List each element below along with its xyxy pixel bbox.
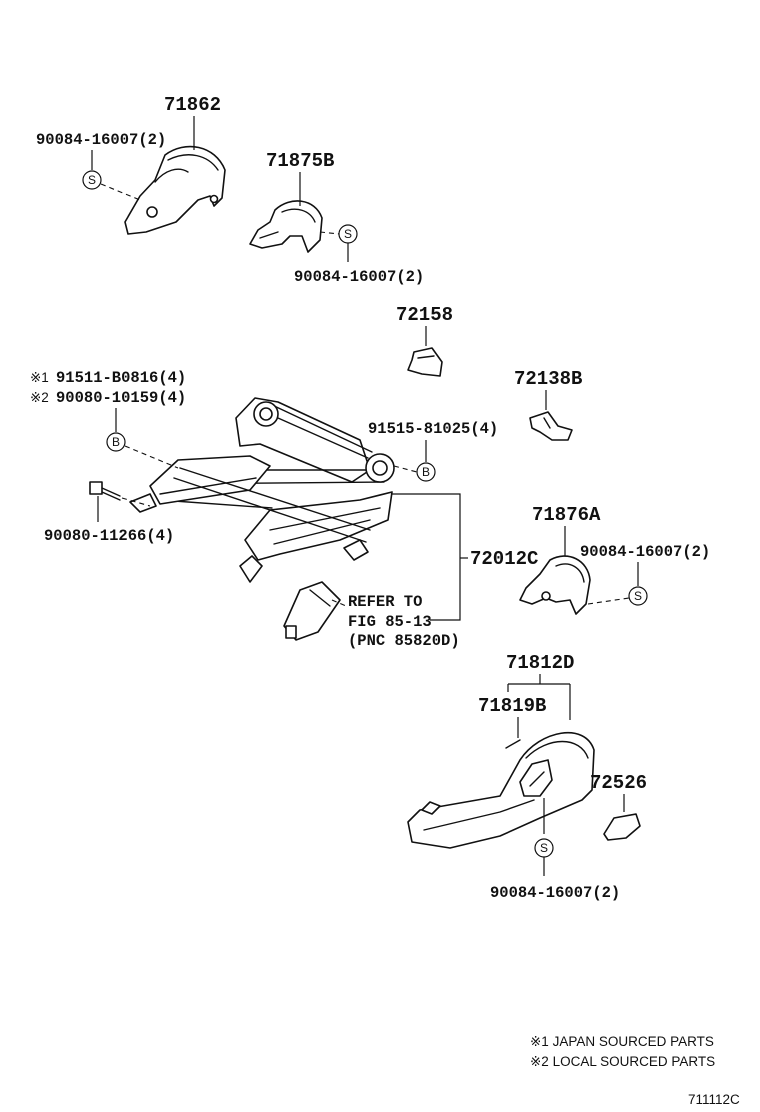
mark-2-a: ※2 (30, 390, 49, 405)
s-marker-c (628, 586, 648, 606)
label-72158: 72158 (396, 304, 453, 326)
s-marker-a (82, 170, 102, 190)
part-71862-drawing (124, 145, 226, 235)
part-71819B-pin (505, 739, 521, 749)
label-72526: 72526 (590, 772, 647, 794)
label-90084-16007-b: 90084-16007(2) (294, 268, 424, 286)
label-72012C: 72012C (470, 548, 538, 570)
motor-drawing (283, 581, 341, 641)
part-71876A-drawing (519, 555, 591, 615)
label-71875B: 71875B (266, 150, 334, 172)
part-72012C-frame-drawing (129, 397, 395, 583)
label-90084-16007-c: 90084-16007(2) (580, 543, 710, 561)
refer-to-line3: (PNC 85820D) (348, 632, 460, 650)
label-71862: 71862 (164, 94, 221, 116)
label-90080-11266: 90080-11266(4) (44, 527, 174, 545)
label-71876A: 71876A (532, 504, 601, 526)
part-72158-drawing (407, 347, 443, 377)
label-71819B: 71819B (478, 695, 546, 717)
s-marker-b-text: S (344, 227, 352, 241)
refer-to-line2: FIG 85-13 (348, 613, 432, 631)
part-71812D-drawing (407, 732, 595, 849)
part-72526-drawing (603, 813, 641, 841)
label-71812D: 71812D (506, 652, 574, 674)
b-marker-a-text: B (112, 435, 120, 449)
part-90080-11266-bolt-drawing (89, 481, 121, 501)
s-marker-c-text: S (634, 589, 642, 603)
b-marker-b (416, 462, 436, 482)
label-72138B: 72138B (514, 368, 582, 390)
part-71875B-drawing (249, 200, 323, 253)
label-90084-16007-d: 90084-16007(2) (490, 884, 620, 902)
note-local-sourced: ※2 LOCAL SOURCED PARTS (530, 1054, 715, 1069)
label-91515-81025: 91515-81025(4) (368, 420, 498, 438)
s-marker-d-text: S (540, 841, 548, 855)
part-72138B-drawing (529, 411, 573, 441)
refer-to-line1: REFER TO (348, 593, 422, 611)
mark-1-a: ※1 (30, 370, 49, 385)
b-marker-b-text: B (422, 465, 430, 479)
note-japan-sourced: ※1 JAPAN SOURCED PARTS (530, 1034, 714, 1049)
figure-id: 711112C (688, 1092, 740, 1107)
label-90084-16007-a: 90084-16007(2) (36, 131, 166, 149)
label-91511-B0816: 91511-B0816(4) (56, 369, 186, 387)
label-90080-10159: 90080-10159(4) (56, 389, 186, 407)
b-marker-a (106, 432, 126, 452)
s-marker-a-text: S (88, 173, 96, 187)
